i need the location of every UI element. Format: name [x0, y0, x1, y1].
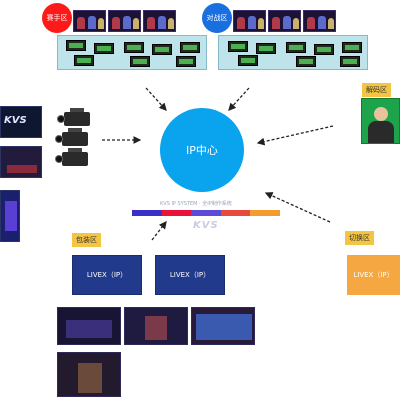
player-device — [342, 42, 362, 53]
player-device — [74, 55, 94, 66]
broadcast-camera-icon — [55, 148, 88, 166]
arrow-director-to-hub — [151, 220, 167, 241]
player-device — [296, 56, 316, 67]
player-device — [340, 56, 360, 67]
player-device — [238, 55, 258, 66]
side-screenshot-logo: KVS — [0, 106, 42, 138]
red-thumbnail-strip — [73, 10, 195, 34]
livex-box-b: LIVEX（IP） — [155, 255, 225, 295]
zone-director-tag: 包装区 — [72, 233, 101, 247]
player-device — [228, 41, 248, 52]
arrow-decode-to-hub — [256, 125, 334, 146]
livex-box-a: LIVEX（IP） — [72, 255, 142, 295]
thumbnail — [108, 10, 141, 32]
output-screenshot — [57, 307, 121, 345]
side-screenshot-arena — [0, 190, 20, 242]
player-device — [314, 44, 334, 55]
color-bar-segment — [161, 210, 192, 216]
player-device — [176, 56, 196, 67]
player-device — [130, 56, 150, 67]
side-screenshot-stage — [0, 146, 42, 178]
thumbnail — [143, 10, 176, 32]
player-device — [94, 43, 114, 54]
player-device — [152, 44, 172, 55]
player-device — [256, 43, 276, 54]
output-screenshot — [57, 352, 121, 397]
broadcast-camera-icon — [55, 128, 88, 146]
color-bar-segment — [132, 210, 162, 216]
ip-hub-label: IP中心 — [186, 144, 218, 157]
thumbnail — [233, 10, 266, 32]
color-bar-segment — [220, 210, 251, 216]
player-device — [124, 42, 144, 53]
color-bar — [132, 210, 280, 216]
player-device — [286, 42, 306, 53]
arrow-blue-to-hub — [228, 87, 250, 111]
kvs-logo: KVS — [193, 220, 219, 231]
zone-decode-tag: 解码区 — [362, 83, 391, 97]
output-screenshot — [191, 307, 255, 345]
zone-red-label: 赛手区 — [42, 3, 72, 33]
output-screenshot — [124, 307, 188, 345]
player-device — [180, 42, 200, 53]
ip-hub: IP中心 — [160, 108, 244, 192]
decode-presenter-preview — [361, 98, 400, 144]
side-logo-text: KVS — [4, 115, 27, 126]
color-bar-segment — [250, 210, 280, 216]
thumbnail — [73, 10, 106, 32]
zone-switch-tag: 切换区 — [345, 231, 374, 245]
livex-box-c: LIVEX（IP） — [347, 255, 400, 295]
broadcast-camera-icon — [57, 108, 90, 126]
thumbnail — [303, 10, 336, 32]
player-device — [66, 40, 86, 51]
logo-caption: KVS IP SYSTEM · 全IP制作系统 — [160, 201, 232, 207]
color-bar-segment — [191, 210, 221, 216]
arrow-switch-to-hub — [264, 192, 331, 223]
arrow-red-to-hub — [145, 87, 167, 111]
zone-blue-label: 对战区 — [202, 3, 232, 33]
thumbnail — [268, 10, 301, 32]
blue-thumbnail-strip — [233, 10, 355, 34]
